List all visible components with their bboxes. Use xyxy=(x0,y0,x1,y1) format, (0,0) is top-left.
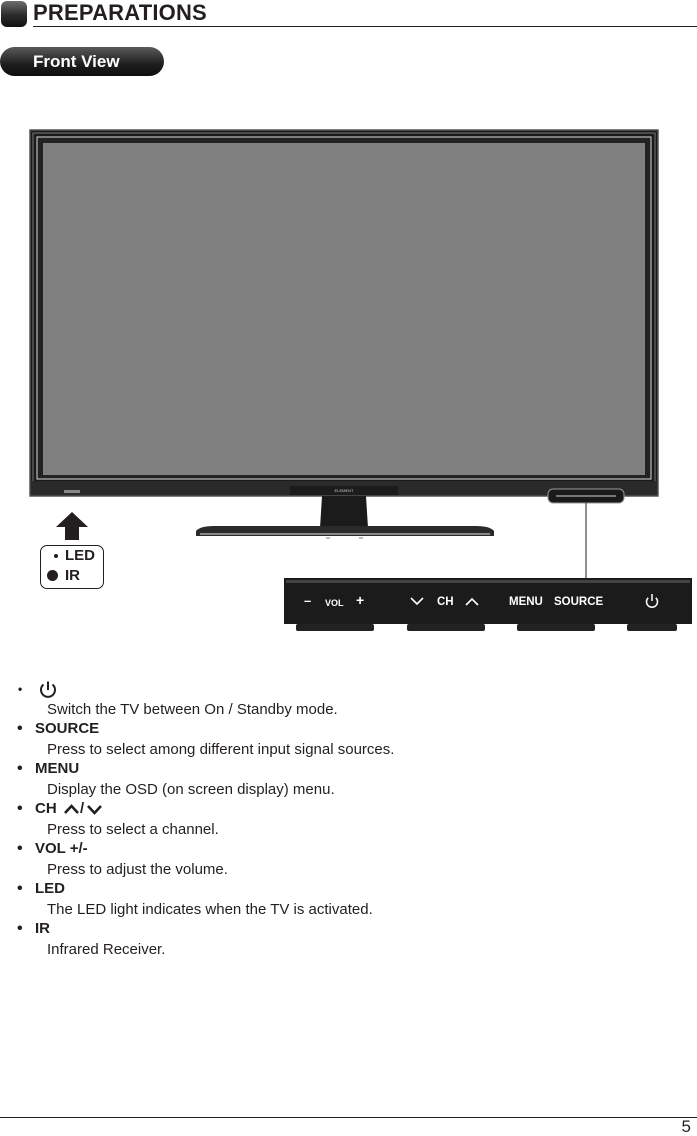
ch-label: CH xyxy=(437,596,454,608)
chevron-down-icon xyxy=(410,597,424,606)
vol-minus-label: – xyxy=(304,593,312,608)
ir-description: Infrared Receiver. xyxy=(47,941,166,958)
control-panel xyxy=(284,578,692,624)
menu-label: MENU xyxy=(509,596,543,608)
tv-screen xyxy=(43,143,645,475)
vol-description: Press to adjust the volume. xyxy=(47,861,228,878)
page-number: 5 xyxy=(681,1117,691,1136)
tv-front-illustration: ELEMENT xyxy=(29,129,692,631)
vol-plus-label: + xyxy=(356,592,365,608)
vol-title: VOL +/- xyxy=(35,840,88,857)
subsection-pill xyxy=(0,47,164,76)
led-title: LED xyxy=(35,880,65,897)
arrow-up-icon xyxy=(56,512,88,540)
ch-separator: / xyxy=(80,800,85,817)
bullet-point: • xyxy=(17,760,23,777)
led-indicator-icon xyxy=(54,554,58,558)
legend-led-label: LED xyxy=(65,547,95,564)
power-description: Switch the TV between On / Standby mode. xyxy=(47,701,338,718)
tv-brand-logo: ELEMENT xyxy=(335,488,354,493)
legend-ir-label: IR xyxy=(65,567,80,584)
ir-title: IR xyxy=(35,920,50,937)
chevron-up-icon xyxy=(465,597,479,606)
bullet-point: • xyxy=(17,800,23,817)
led-ir-legend xyxy=(40,545,104,589)
menu-title: MENU xyxy=(35,760,80,777)
subsection-title: Front View xyxy=(33,52,120,71)
bullet-point: • xyxy=(17,880,23,897)
chevron-down-icon xyxy=(87,805,102,815)
chevron-up-icon xyxy=(64,804,79,814)
source-label: SOURCE xyxy=(554,596,604,608)
source-description: Press to select among different input si… xyxy=(47,741,395,758)
power-icon xyxy=(645,594,659,609)
footer-rule xyxy=(0,1117,697,1118)
led-description: The LED light indicates when the TV is a… xyxy=(47,901,373,918)
section-title: PREPARATIONS xyxy=(33,0,207,25)
ch-description: Press to select a channel. xyxy=(47,821,219,838)
ch-title: CH xyxy=(35,800,57,817)
ir-sensor-icon xyxy=(47,570,58,581)
menu-description: Display the OSD (on screen display) menu… xyxy=(47,781,335,798)
bullet-point: • xyxy=(17,720,23,737)
header-rule xyxy=(33,26,697,27)
chevron-up-down-icons xyxy=(64,804,102,815)
source-title: SOURCE xyxy=(35,720,100,737)
bullet-point: • xyxy=(17,840,23,857)
bullet-point: • xyxy=(18,682,23,696)
bullet-point: • xyxy=(17,920,23,937)
tv-stand-neck xyxy=(320,496,368,528)
section-bullet xyxy=(1,1,27,27)
power-icon xyxy=(40,681,56,698)
vol-label: VOL xyxy=(325,598,344,608)
